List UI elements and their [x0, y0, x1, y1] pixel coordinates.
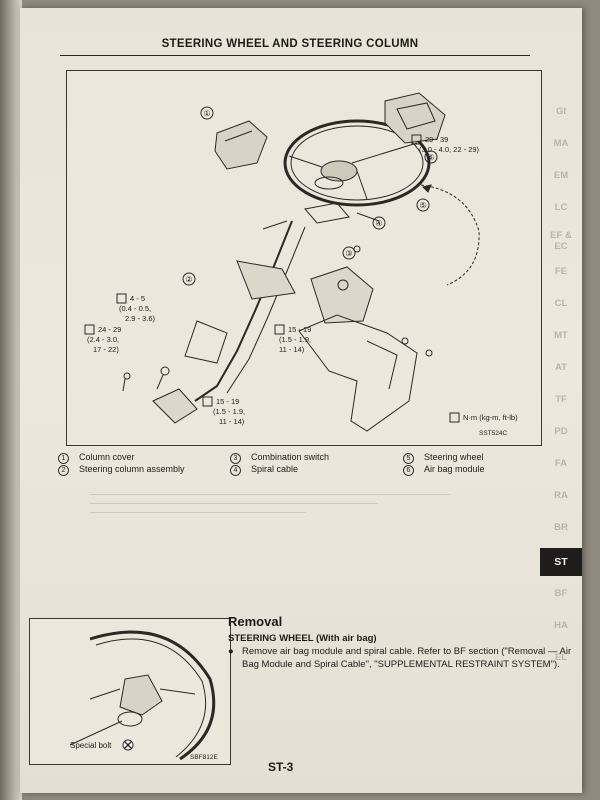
- callout-3: ③: [345, 249, 352, 258]
- tab-tf[interactable]: TF: [555, 394, 567, 405]
- svg-text:11 - 14): 11 - 14): [279, 345, 305, 354]
- special-bolt-drawing: Special bolt SBF812E: [69, 630, 218, 761]
- tab-mt[interactable]: MT: [554, 330, 568, 341]
- tab-fa[interactable]: FA: [554, 458, 568, 469]
- svg-text:15 - 19: 15 - 19: [216, 397, 239, 406]
- special-bolt-icon: [122, 739, 134, 751]
- torque-spec-15-19-lower: 15 - 19 (1.5 - 1.9, 11 - 14): [202, 396, 245, 426]
- callout-6: ⑥: [427, 153, 434, 162]
- removal-instruction: ● Remove air bag module and spiral cable…: [228, 646, 573, 671]
- spiral-cable-part: [314, 176, 344, 190]
- svg-text:11 - 14): 11 - 14): [219, 417, 245, 426]
- svg-text:(1.5 - 1.9,: (1.5 - 1.9,: [279, 335, 311, 344]
- page-title: STEERING WHEEL AND STEERING COLUMN: [161, 38, 419, 50]
- air-bag-module-part: [384, 92, 446, 144]
- removal-subheading: STEERING WHEEL (With air bag): [228, 633, 377, 644]
- svg-text:(3.0 - 4.0, 22 - 29): (3.0 - 4.0, 22 - 29): [419, 145, 480, 154]
- svg-text:4 - 5: 4 - 5: [130, 294, 145, 303]
- tab-gi[interactable]: GI: [555, 106, 567, 117]
- page-number: ST-3: [268, 760, 294, 774]
- svg-text:15 - 19: 15 - 19: [288, 325, 311, 334]
- svg-text:(2.4 - 3.0,: (2.4 - 3.0,: [87, 335, 119, 344]
- removal-heading: Removal: [228, 614, 283, 629]
- torque-spec-24-29: 24 - 29 (2.4 - 3.0, 17 - 22): [84, 324, 121, 354]
- special-bolt-label: Special bolt: [70, 741, 112, 750]
- figure2-code: SBF812E: [190, 754, 218, 761]
- tab-pd[interactable]: PD: [554, 426, 568, 437]
- tab-el[interactable]: EL: [554, 652, 568, 663]
- tab-ra[interactable]: RA: [554, 490, 568, 501]
- torque-spec-29-39: 29 - 39 (3.0 - 4.0, 22 - 29): [411, 134, 480, 154]
- column-cover-part: [214, 120, 268, 170]
- unit-note: N·m (kg-m, ft-lb): [449, 412, 518, 423]
- bullet-icon: ●: [228, 646, 234, 657]
- manual-page: STEERING WHEEL AND STEERING COLUMN: [20, 8, 582, 793]
- bleed-through-texture: [90, 488, 450, 528]
- svg-text:2.9 - 3.6): 2.9 - 3.6): [125, 314, 156, 323]
- tab-at[interactable]: AT: [555, 362, 567, 373]
- svg-text:24 - 29: 24 - 29: [98, 325, 121, 334]
- tab-fe[interactable]: FE: [554, 266, 568, 277]
- callout-1: ①: [203, 109, 210, 118]
- figure-code: SST524C: [479, 430, 507, 437]
- tab-cl[interactable]: CL: [554, 298, 568, 309]
- tab-st[interactable]: ST: [540, 548, 582, 576]
- exploded-view-drawing: ① ② ③ ④ ⑤ ⑥ 29 - 39 (3.0 - 4.0, 22 - 29): [84, 92, 518, 437]
- svg-text:(0.4 - 0.5,: (0.4 - 0.5,: [119, 304, 151, 313]
- callout-2: ②: [185, 275, 192, 284]
- tab-ha[interactable]: HA: [554, 620, 568, 631]
- svg-text:29 - 39: 29 - 39: [425, 135, 448, 144]
- tab-ef-ec[interactable]: EF & EC: [550, 230, 572, 252]
- callout-4: ④: [375, 219, 382, 228]
- torque-spec-15-19-upper: 15 - 19 (1.5 - 1.9, 11 - 14): [274, 324, 311, 354]
- tab-br[interactable]: BR: [554, 522, 568, 533]
- exploded-view-figure: ① ② ③ ④ ⑤ ⑥ 29 - 39 (3.0 - 4.0, 22 - 29): [66, 70, 542, 446]
- combination-switch-part: [262, 202, 380, 230]
- removal-section: Removal STEERING WHEEL (With air bag) ● …: [228, 614, 573, 671]
- tab-em[interactable]: EM: [553, 170, 569, 181]
- special-bolt-figure: Special bolt SBF812E: [29, 618, 231, 765]
- header-rule: [60, 55, 530, 56]
- svg-text:(1.5 - 1.9,: (1.5 - 1.9,: [213, 407, 245, 416]
- tab-ma[interactable]: MA: [553, 138, 569, 149]
- svg-text:17 - 22): 17 - 22): [93, 345, 119, 354]
- svg-text:N·m (kg-m, ft-lb): N·m (kg-m, ft-lb): [463, 413, 518, 422]
- tab-lc[interactable]: LC: [554, 202, 568, 213]
- tab-bf[interactable]: BF: [554, 588, 568, 599]
- callout-5: ⑤: [419, 201, 426, 210]
- torque-spec-4-5: 4 - 5 (0.4 - 0.5, 2.9 - 3.6): [116, 293, 156, 323]
- removal-text: Remove air bag module and spiral cable. …: [242, 646, 572, 670]
- steering-column-part: [194, 220, 293, 402]
- adjacent-page-edge: [0, 0, 22, 800]
